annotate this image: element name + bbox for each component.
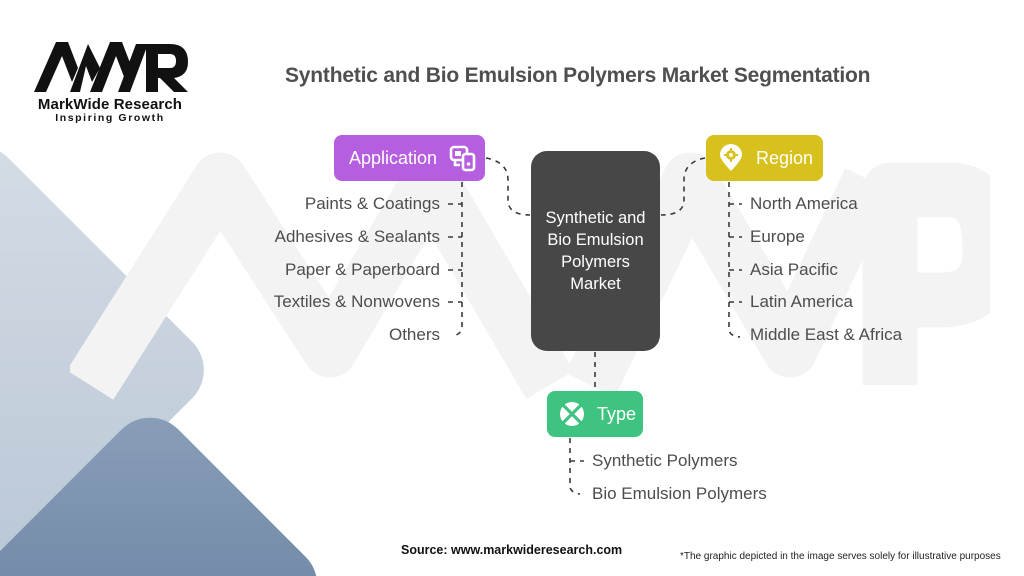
brand-name: MarkWide Research [37,96,183,113]
location-pin-gear-icon [716,143,746,173]
list-item: Others [388,325,440,344]
center-label: Synthetic and Bio Emulsion Polymers Mark… [545,209,646,293]
list-item: Bio Emulsion Polymers [592,484,767,503]
brand-logo: MarkWide Research Inspiring Growth [30,38,190,124]
segment-application: Application [334,135,485,181]
segment-label: Type [597,403,637,424]
segment-label: Application [349,147,438,168]
x-circle-icon [557,399,587,429]
list-item: Paints & Coatings [304,194,440,213]
list-item: Europe [750,227,805,246]
list-item: Adhesives & Sealants [274,227,440,246]
page-title: Synthetic and Bio Emulsion Polymers Mark… [285,64,871,87]
list-item: Paper & Paperboard [285,260,440,279]
segment-region: Region [706,135,823,181]
disclaimer-note: *The graphic depicted in the image serve… [680,551,1001,562]
source-citation: Source: www.markwideresearch.com [401,543,623,557]
list-item: Middle East & Africa [750,325,903,344]
devices-icon [448,143,478,173]
watermark-logo [70,152,990,400]
list-item: North America [750,194,858,213]
segment-type: Type [547,391,643,437]
list-item: Latin America [750,292,853,311]
segment-label: Region [756,147,814,168]
list-item: Asia Pacific [750,260,838,279]
list-item: Synthetic Polymers [592,451,738,470]
mwr-logo-icon [34,42,188,92]
brand-tagline: Inspiring Growth [55,112,165,124]
list-item: Textiles & Nonwovens [273,292,440,311]
center-node: Synthetic and Bio Emulsion Polymers Mark… [531,151,660,351]
